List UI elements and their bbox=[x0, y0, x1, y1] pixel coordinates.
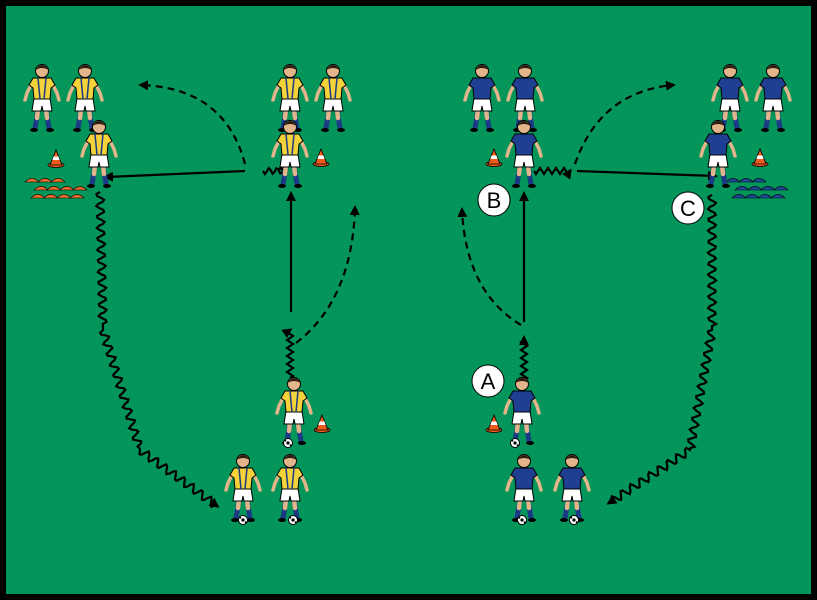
football-icon bbox=[510, 438, 520, 448]
disc-marker-icon bbox=[69, 194, 85, 199]
player-icon bbox=[711, 64, 749, 132]
player-icon bbox=[503, 377, 541, 448]
player-icon bbox=[314, 64, 352, 132]
player-icon bbox=[23, 64, 61, 132]
label-b: B bbox=[477, 183, 511, 217]
cone-icon bbox=[313, 413, 331, 433]
label-a-text: A bbox=[481, 369, 496, 394]
player-icon bbox=[463, 64, 501, 132]
label-c: C bbox=[671, 191, 705, 225]
player-icon bbox=[505, 454, 543, 525]
run-arrow-left-diagonal bbox=[295, 205, 360, 344]
run-arrow-left-curve bbox=[138, 80, 247, 165]
player-icon bbox=[271, 120, 309, 188]
label-c-text: C bbox=[680, 196, 696, 221]
dribble-right-short bbox=[519, 335, 529, 381]
cone-icon bbox=[312, 147, 330, 167]
run-arrow-right-curve bbox=[573, 80, 676, 165]
cone-icon bbox=[751, 147, 769, 167]
player-icon bbox=[80, 120, 118, 188]
football-icon bbox=[288, 515, 298, 525]
player-icon bbox=[754, 64, 792, 132]
player-icon bbox=[271, 454, 309, 525]
equipment bbox=[24, 147, 789, 433]
dribble-left-short bbox=[281, 328, 295, 379]
disc-marker-icon bbox=[773, 186, 789, 191]
football-icon bbox=[283, 438, 293, 448]
dribble-left-top bbox=[262, 162, 288, 176]
disc-marker-icon bbox=[50, 178, 66, 183]
disc-marker-icon bbox=[72, 186, 88, 191]
disc-marker-icon bbox=[751, 178, 767, 183]
player-icon bbox=[699, 120, 737, 188]
dribble-right-top bbox=[533, 166, 572, 180]
dribble-right-long bbox=[606, 194, 719, 505]
players bbox=[23, 64, 792, 525]
pitch-surface bbox=[6, 6, 811, 594]
cone-icon bbox=[485, 413, 503, 433]
football-icon bbox=[569, 515, 579, 525]
player-icon bbox=[224, 454, 262, 525]
player-icon bbox=[553, 454, 591, 525]
player-icon bbox=[505, 120, 543, 188]
pass-arrow-left-horizontal bbox=[103, 169, 246, 182]
label-b-text: B bbox=[487, 188, 502, 213]
pass-arrow-right-horizontal bbox=[576, 169, 718, 181]
movement-paths bbox=[94, 80, 719, 509]
run-arrow-right-diagonal bbox=[457, 207, 522, 326]
cone-icon bbox=[485, 147, 503, 167]
dribble-left-long bbox=[94, 191, 220, 509]
football-icon bbox=[517, 515, 527, 525]
cone-icon bbox=[47, 148, 65, 168]
player-icon bbox=[275, 377, 313, 448]
football-icon bbox=[238, 515, 248, 525]
disc-marker-icon bbox=[770, 194, 786, 199]
label-a: A bbox=[471, 364, 505, 398]
